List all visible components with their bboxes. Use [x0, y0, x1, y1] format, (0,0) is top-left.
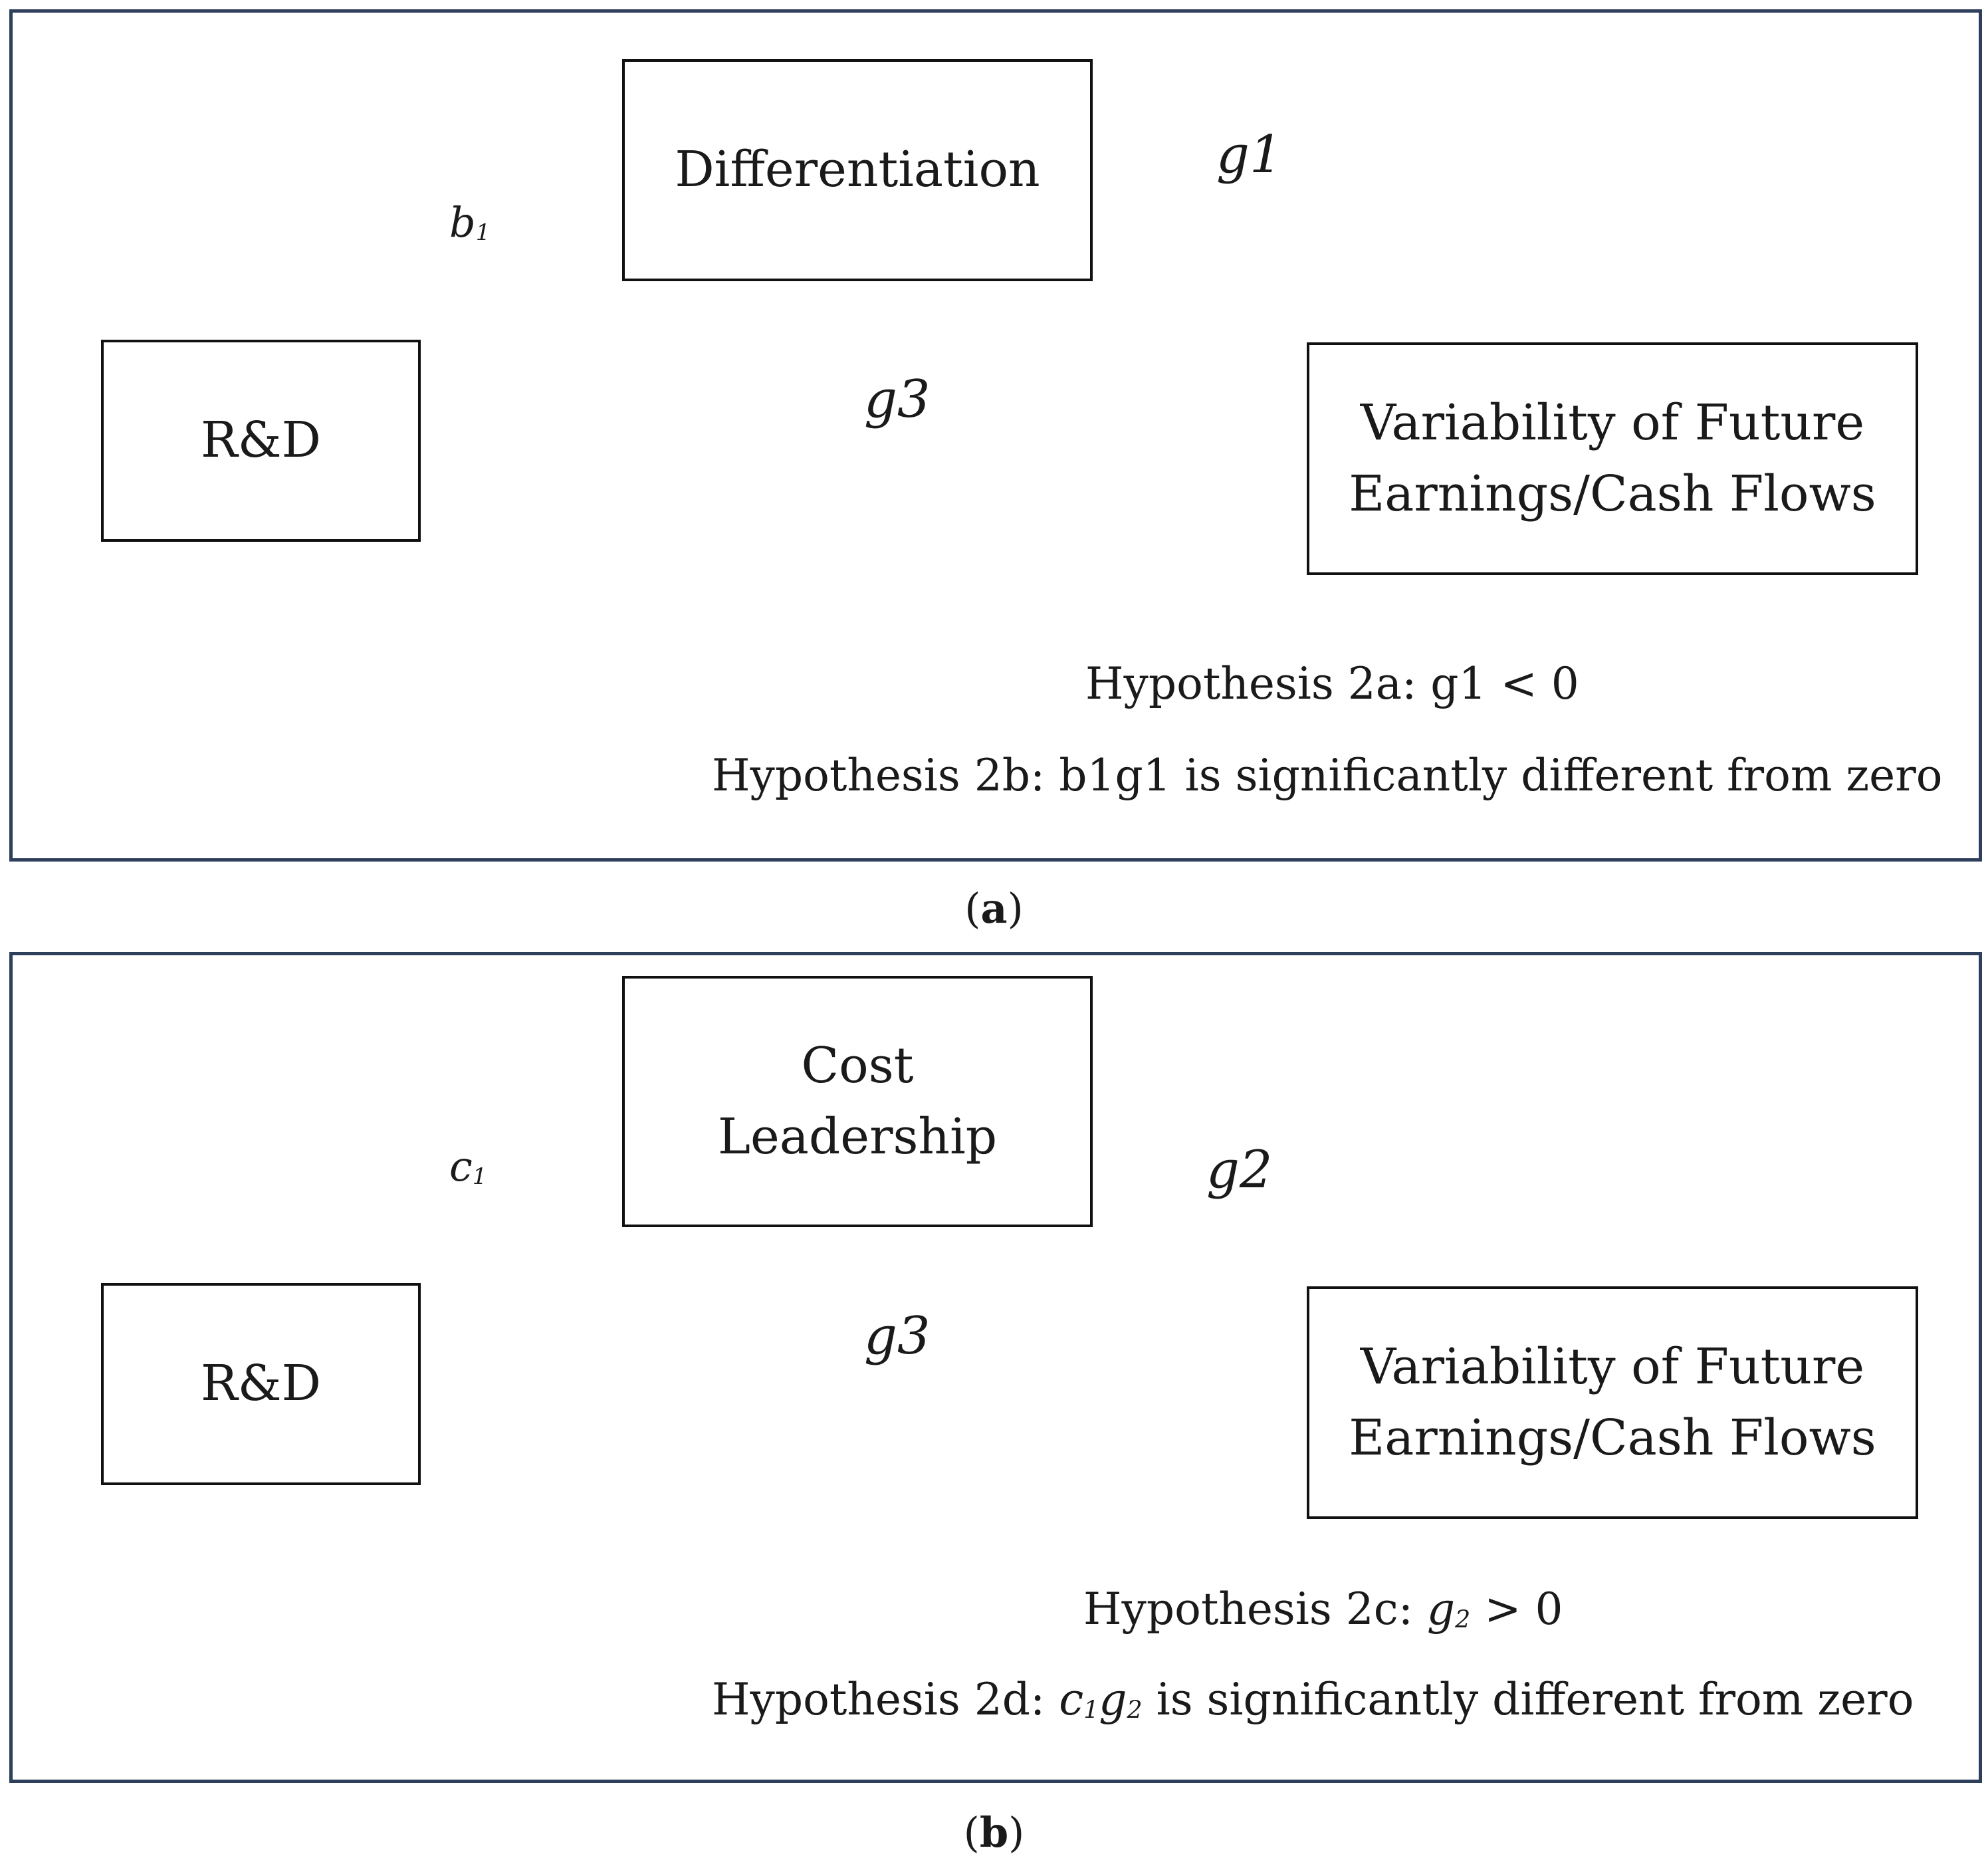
- node-cost-leadership-line1: Cost: [801, 1036, 914, 1094]
- node-differentiation-label: Differentiation: [675, 141, 1040, 199]
- caption-b: (b): [963, 1808, 1025, 1857]
- node-variability-b: Variability of Future Earnings/Cash Flow…: [1307, 1286, 1918, 1519]
- edge-label-c1: c1: [449, 1142, 487, 1191]
- node-rd-label: R&D: [201, 411, 321, 469]
- node-variability-line2: Earnings/Cash Flows: [1349, 465, 1876, 523]
- node-variability-b-line2: Earnings/Cash Flows: [1349, 1409, 1876, 1466]
- hypothesis-2b: Hypothesis 2b: b1g1 is significantly dif…: [712, 750, 1943, 801]
- edge-label-b1: b1: [449, 198, 491, 247]
- hypothesis-2d: Hypothesis 2d: c1g2 is significantly dif…: [712, 1674, 1914, 1725]
- node-rd-b: R&D: [101, 1283, 421, 1485]
- node-differentiation: Differentiation: [622, 59, 1093, 281]
- node-variability: Variability of Future Earnings/Cash Flow…: [1307, 342, 1918, 575]
- edge-label-g3-b: g3: [864, 1306, 931, 1366]
- hypothesis-2a: Hypothesis 2a: g1 < 0: [1085, 658, 1579, 709]
- node-cost-leadership-line2: Leadership: [717, 1108, 998, 1165]
- edge-label-g2: g2: [1206, 1140, 1273, 1200]
- caption-a: (a): [964, 884, 1024, 933]
- node-variability-line1: Variability of Future: [1360, 394, 1865, 451]
- node-rd-b-label: R&D: [201, 1355, 321, 1413]
- node-rd: R&D: [101, 340, 421, 542]
- node-cost-leadership: Cost Leadership: [622, 976, 1093, 1227]
- node-variability-b-line1: Variability of Future: [1360, 1338, 1865, 1395]
- hypothesis-2c: Hypothesis 2c: g2 > 0: [1083, 1583, 1563, 1635]
- edge-label-g1: g1: [1216, 125, 1283, 185]
- edge-label-g3-a: g3: [864, 370, 931, 429]
